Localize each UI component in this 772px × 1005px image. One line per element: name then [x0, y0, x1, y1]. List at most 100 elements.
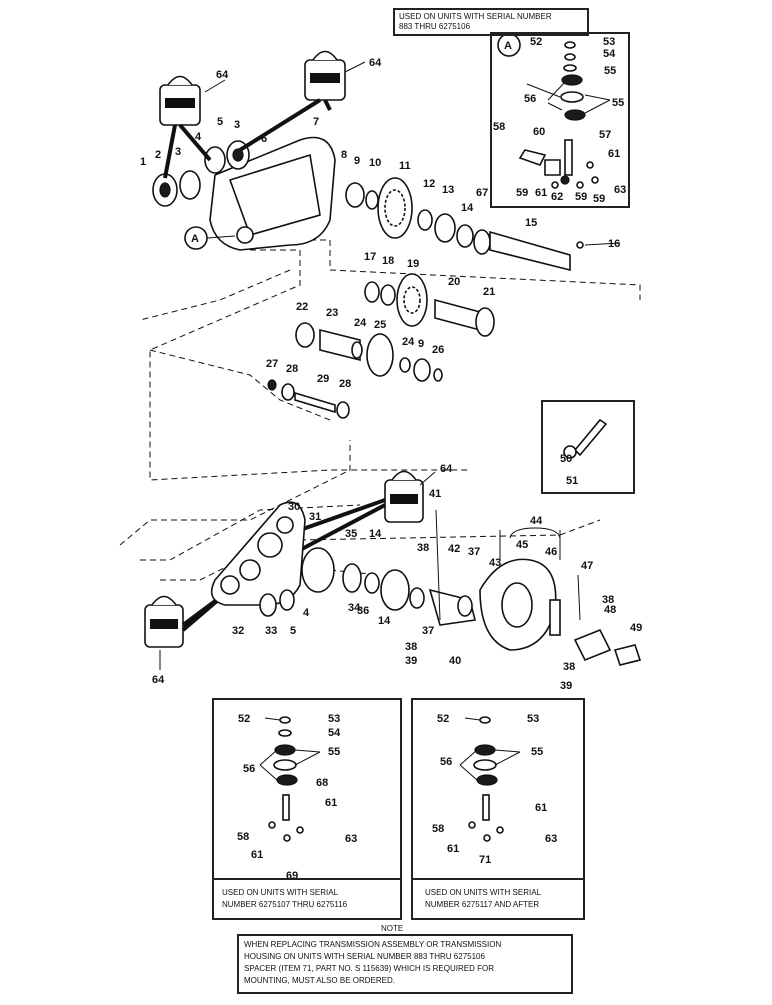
callout-inset-top-15: 63: [614, 184, 626, 196]
inset-right-note-line1: USED ON UNITS WITH SERIAL: [425, 888, 542, 897]
bolt-and-washer: [563, 418, 608, 459]
callout-main-60: 5: [290, 625, 296, 637]
callout-inset-left-9: 63: [345, 833, 357, 845]
callout-inset-left-7: 58: [237, 831, 249, 843]
callout-main-63: 50: [560, 453, 572, 465]
callout-main-12: 12: [423, 178, 435, 190]
callout-main-19: 18: [382, 255, 394, 267]
callout-main-58: 32: [232, 625, 244, 637]
callout-main-50: 14: [378, 615, 391, 627]
callout-main-39: 41: [429, 488, 441, 500]
callout-main-31: 28: [286, 363, 298, 375]
callout-main-35: 31: [309, 511, 321, 523]
callout-inset-left-5: 68: [316, 777, 328, 789]
inset-right-frame: USED ON UNITS WITH SERIAL NUMBER 6275117…: [411, 698, 585, 920]
callout-main-0: 1: [140, 156, 146, 168]
upper-gear-train: [345, 177, 584, 272]
callout-inset-right-8: 71: [479, 854, 491, 866]
callout-inset-right-3: 56: [440, 756, 452, 768]
callout-inset-top-14: 59: [593, 193, 605, 205]
callout-inset-top-9: 61: [608, 148, 620, 160]
callout-main-14: 14: [461, 202, 474, 214]
inset-left-frame: USED ON UNITS WITH SERIAL NUMBER 6275107…: [212, 698, 402, 920]
callout-inset-top-6: 58: [493, 121, 505, 133]
serial-note-top: USED ON UNITS WITH SERIAL NUMBER 883 THR…: [393, 8, 589, 36]
callout-main-5: 3: [234, 119, 240, 131]
callout-main-21: 20: [448, 276, 460, 288]
note-box: WHEN REPLACING TRANSMISSION ASSEMBLY OR …: [237, 934, 573, 994]
callout-main-28: 9: [418, 338, 424, 350]
callout-main-30: 27: [266, 358, 278, 370]
top-housing: [152, 136, 336, 251]
callout-main-16: 15: [525, 217, 537, 229]
callout-main-42: 45: [516, 539, 528, 551]
callout-main-40: 42: [448, 543, 460, 555]
callout-inset-top-0: 52: [530, 36, 542, 48]
bolt-inset-frame: [541, 400, 635, 494]
callout-main-53: 39: [405, 655, 417, 667]
callout-main-38: 38: [417, 542, 429, 554]
callout-main-47: 48: [604, 604, 616, 616]
callout-main-2: 3: [175, 146, 181, 158]
marker-label-inset: A: [504, 40, 512, 52]
callout-main-15: 67: [476, 187, 488, 199]
callout-inset-right-6: 61: [447, 843, 459, 855]
callout-main-44: 44: [530, 515, 543, 527]
callout-inset-top-13: 62: [551, 191, 563, 203]
callout-inset-top-7: 60: [533, 126, 545, 138]
callout-main-27: 24: [402, 336, 415, 348]
callout-inset-right-7: 63: [545, 833, 557, 845]
callout-inset-right-0: 52: [437, 713, 449, 725]
lower-transmission: [210, 501, 642, 666]
callout-main-17: 16: [608, 238, 620, 250]
lubricant-label-1: 64: [216, 69, 229, 81]
callout-main-24: 23: [326, 307, 338, 319]
serial-note-top-line2: 883 THRU 6275106: [399, 22, 471, 31]
callout-inset-top-11: 59: [575, 191, 587, 203]
inset-a-frame: [490, 32, 630, 208]
callout-main-6: 6: [261, 133, 267, 145]
inset-right-note-line2: NUMBER 6275117 AND AFTER: [425, 900, 540, 909]
callout-inset-left-6: 61: [325, 797, 337, 809]
callout-main-33: 28: [339, 378, 351, 390]
callout-main-13: 13: [442, 184, 454, 196]
callout-inset-right-5: 58: [432, 823, 444, 835]
lubricant-label-4: 64: [152, 674, 165, 686]
callout-inset-top-8: 57: [599, 129, 611, 141]
callout-main-45: 47: [581, 560, 593, 572]
callout-inset-right-2: 55: [531, 746, 543, 758]
callout-inset-left-8: 61: [251, 849, 263, 861]
lubricant-bottle-1: [159, 75, 201, 126]
callout-main-1: 2: [155, 149, 161, 161]
callout-main-54: 40: [449, 655, 461, 667]
callout-inset-left-0: 52: [238, 713, 250, 725]
callout-main-9: 9: [354, 155, 360, 167]
lubricant-label-2: 64: [369, 57, 382, 69]
lubricant-label-3: 64: [440, 463, 453, 475]
callout-inset-left-2: 54: [328, 727, 341, 739]
note-line1: WHEN REPLACING TRANSMISSION ASSEMBLY OR …: [244, 940, 502, 949]
callout-main-18: 17: [364, 251, 376, 263]
callout-main-48: 49: [630, 622, 642, 634]
callout-main-3: 4: [195, 131, 202, 143]
callout-main-11: 11: [399, 160, 411, 172]
callout-inset-top-10: 59: [516, 187, 528, 199]
callout-main-43: 46: [545, 546, 557, 558]
callout-main-29: 26: [432, 344, 444, 356]
callout-main-22: 21: [483, 286, 495, 298]
callout-main-20: 19: [407, 258, 419, 270]
leader-lines: [159, 61, 621, 781]
callout-inset-top-2: 54: [603, 48, 616, 60]
callout-inset-left-4: 56: [243, 763, 255, 775]
callout-main-62: 34: [348, 602, 361, 614]
note-line3: SPACER (item 71, part no. S 115639) WHIC…: [244, 964, 494, 973]
callout-main-46: 38: [602, 594, 614, 606]
callout-inset-left-3: 55: [328, 746, 340, 758]
lubricant-bottle-4: [144, 595, 184, 648]
inset-top-assembly: [518, 41, 599, 189]
serial-note-top-line1: USED ON UNITS WITH SERIAL NUMBER: [399, 12, 552, 21]
